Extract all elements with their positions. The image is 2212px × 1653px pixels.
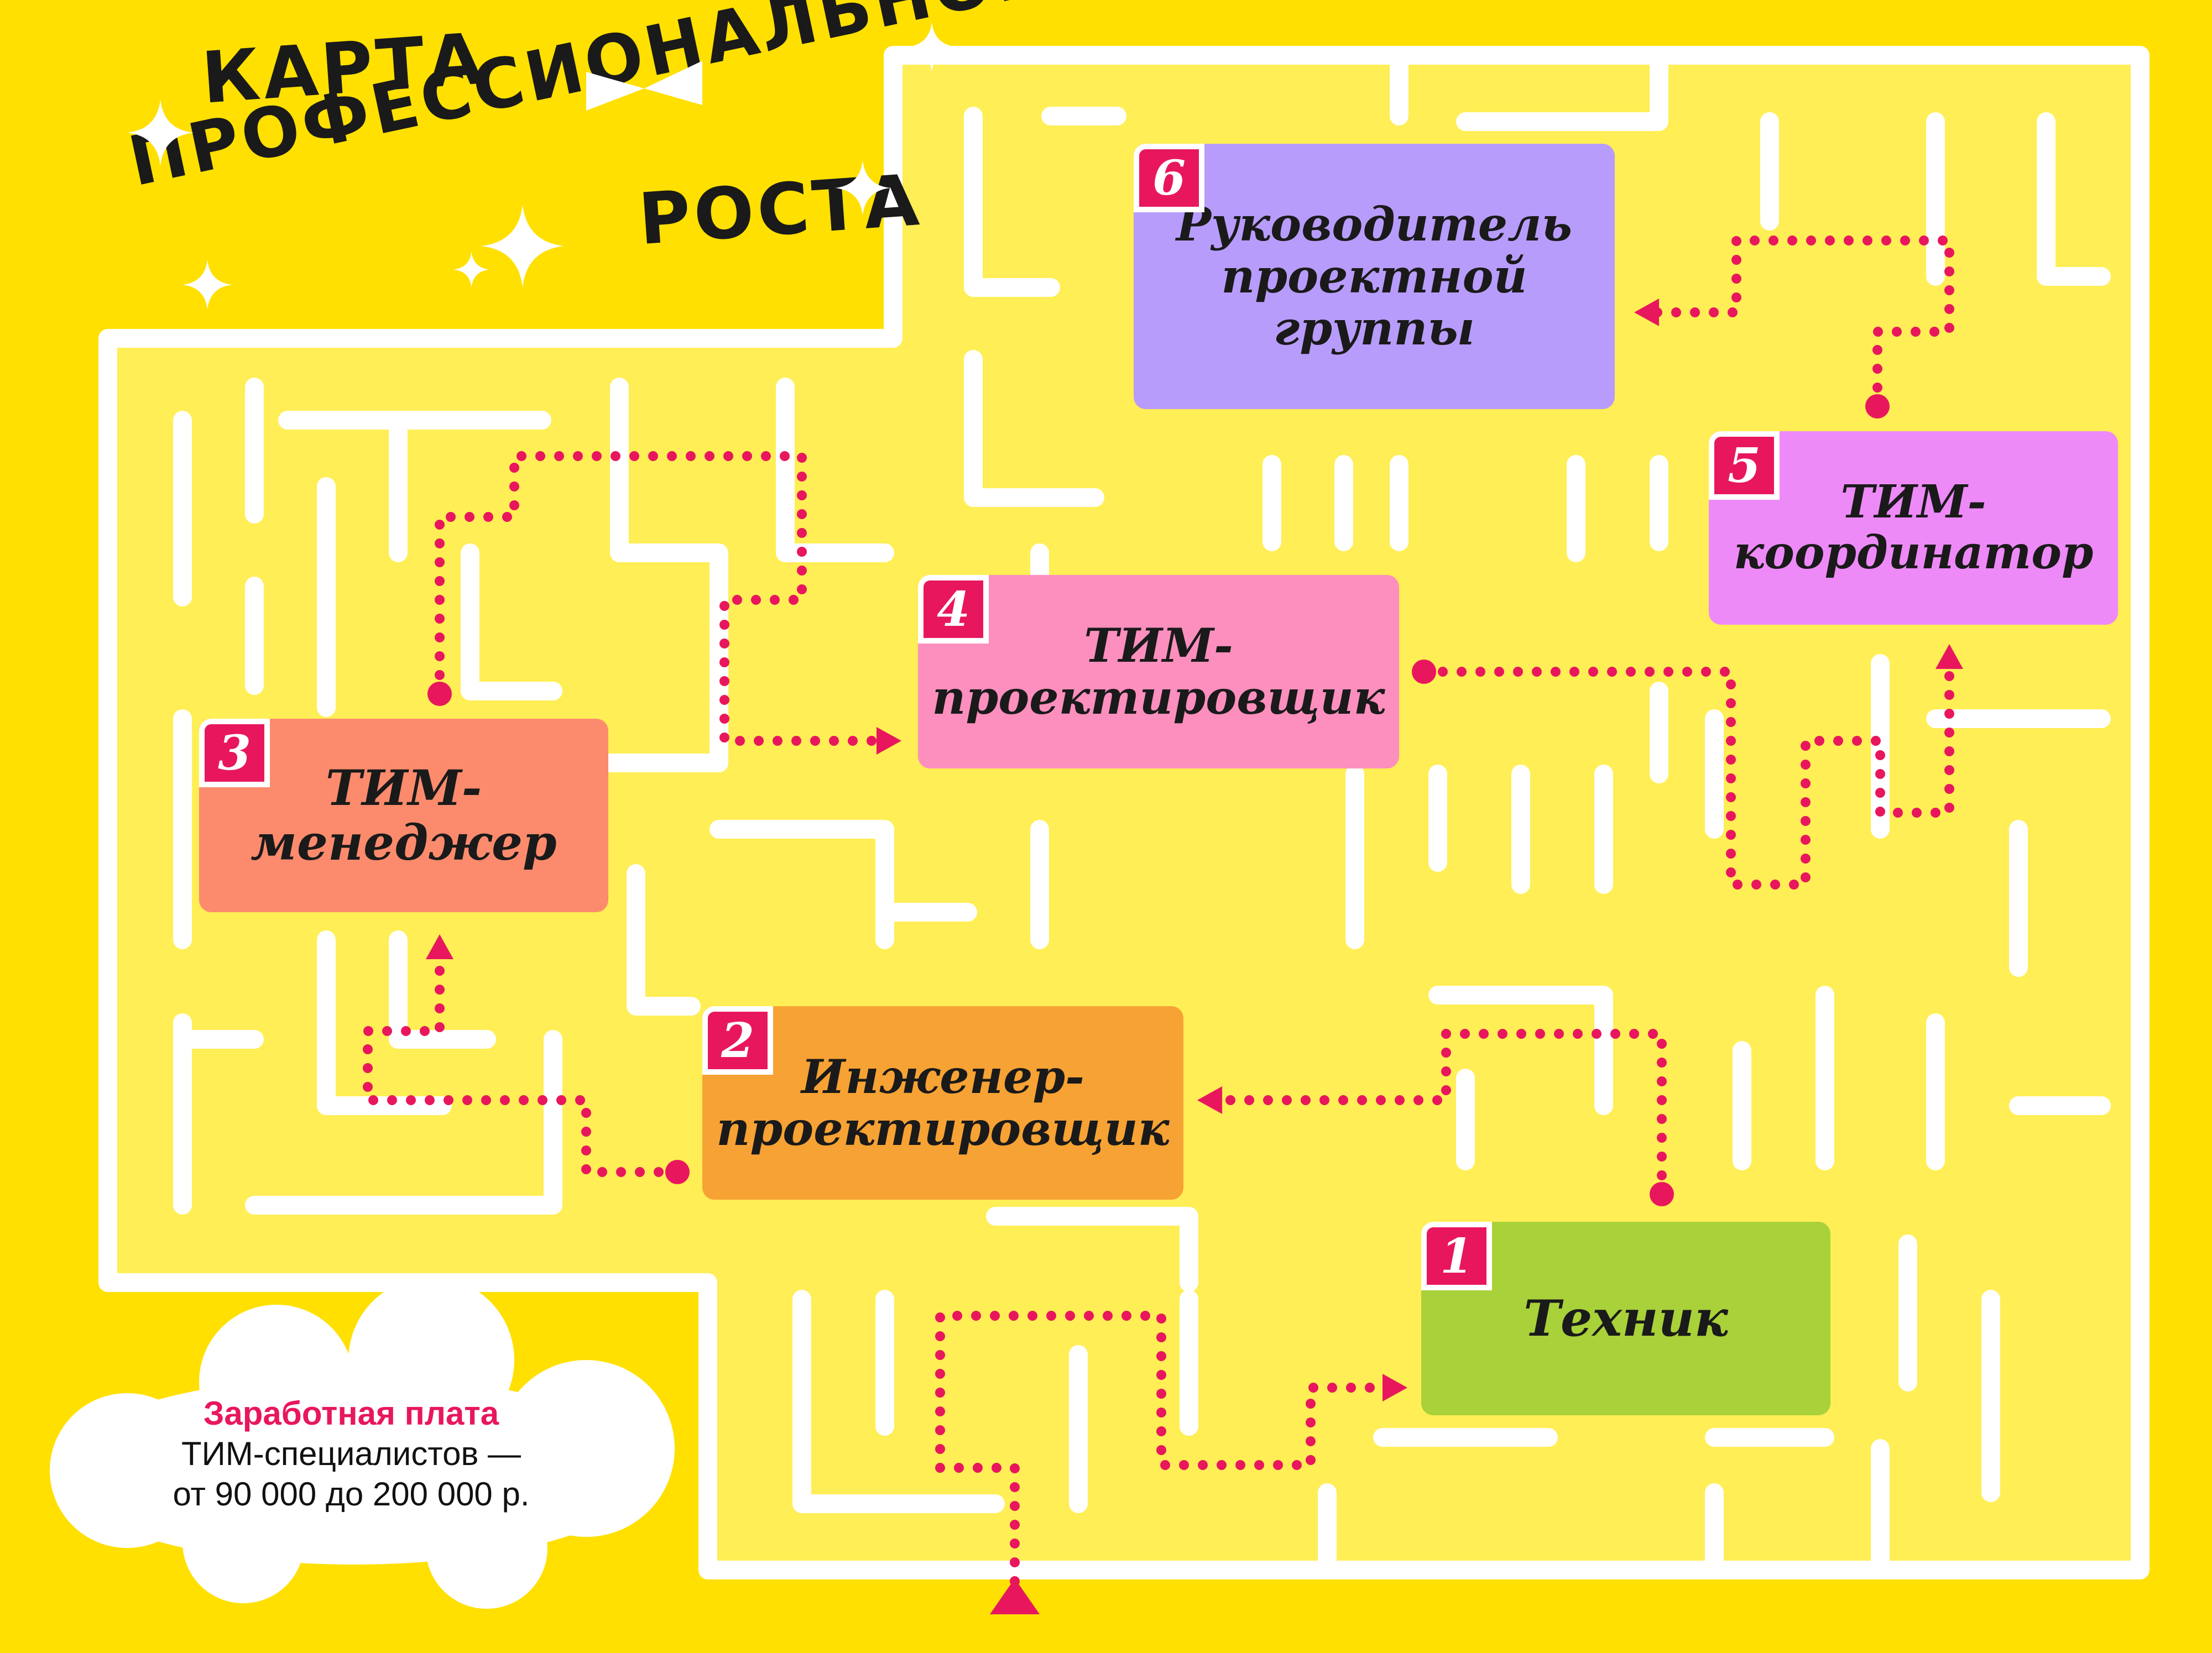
- sparkle-icon: [182, 260, 232, 310]
- sparkle-icon: [835, 160, 890, 216]
- step-box-4: 4 ТИМ- проектировщик: [918, 575, 1399, 768]
- sparkle-icon: [907, 22, 957, 72]
- step-number-4: 4: [918, 575, 989, 644]
- salary-note: Заработная плата ТИМ-специалистов — от 9…: [108, 1393, 594, 1515]
- step-label-5: ТИМ- координатор: [1733, 475, 2094, 579]
- step-number-5: 5: [1709, 431, 1780, 500]
- step-number-6: 6: [1134, 144, 1204, 212]
- step-box-5: 5 ТИМ- координатор: [1709, 431, 2118, 625]
- step-box-1: 1 Техник: [1421, 1222, 1830, 1415]
- step-number-2: 2: [702, 1006, 773, 1075]
- career-path: [363, 236, 1954, 1586]
- step-number-1: 1: [1421, 1222, 1492, 1290]
- step-label-1: Техник: [1524, 1289, 1728, 1348]
- bow-icon: [586, 61, 702, 111]
- step-label-3: ТИМ- менеджер: [251, 759, 557, 871]
- sparkle-icon: [127, 100, 194, 166]
- maze-walls: [98, 46, 2150, 1579]
- step-box-3: 3 ТИМ- менеджер: [199, 719, 608, 912]
- start-arrow: [990, 1578, 1040, 1614]
- step-label-2: Инженер- проектировщик: [716, 1049, 1170, 1156]
- salary-line-1: Заработная плата: [203, 1395, 499, 1432]
- step-box-6: 6 Руководитель проектной группы: [1134, 144, 1615, 409]
- salary-cloud: [50, 1277, 675, 1609]
- step-label-6: Руководитель проектной группы: [1176, 196, 1573, 356]
- salary-line-2: ТИМ-специалистов —: [181, 1435, 521, 1473]
- step-number-3: 3: [199, 719, 270, 787]
- step-label-4: ТИМ- проектировщик: [932, 618, 1385, 725]
- sparkle-icon: [453, 252, 489, 287]
- salary-line-3: от 90 000 до 200 000 р.: [173, 1476, 530, 1513]
- step-box-2: 2 Инженер- проектировщик: [702, 1006, 1183, 1200]
- path-endpoints: [426, 299, 1963, 1614]
- sparkle-icon: [481, 205, 564, 287]
